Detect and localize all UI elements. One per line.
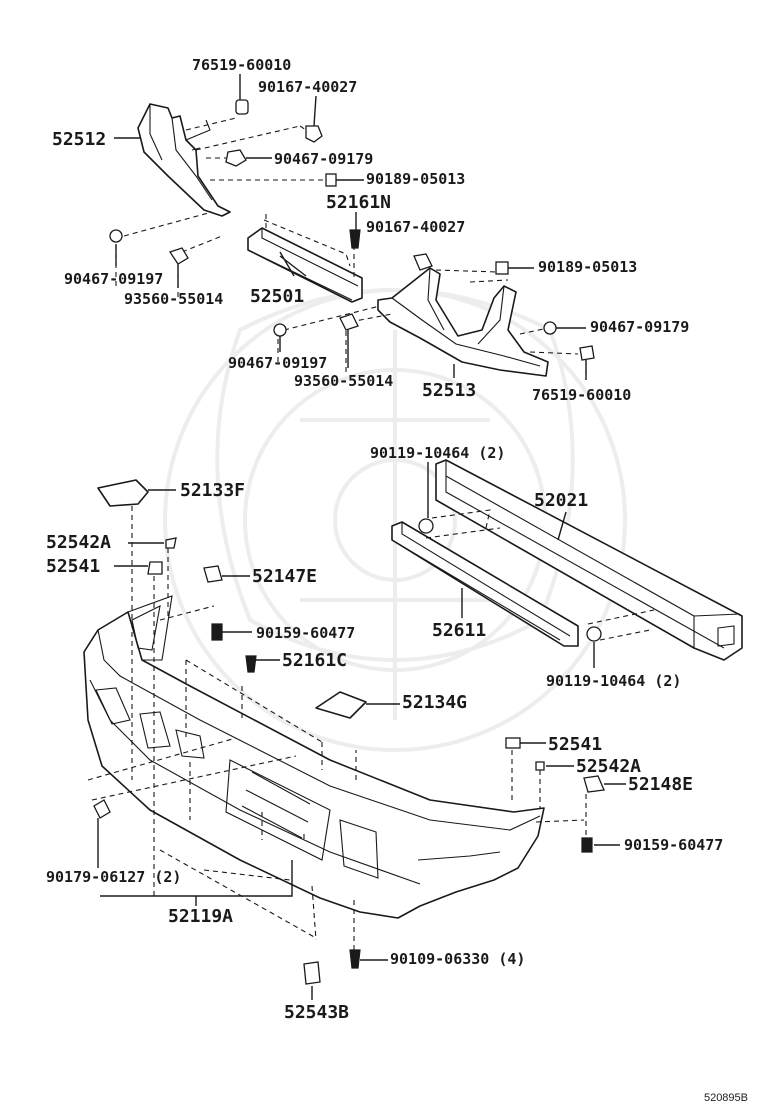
label-90179-06127: 90179-06127 (2) — [46, 868, 181, 886]
label-76519-60010-top: 76519-60010 — [192, 56, 291, 74]
label-52119a: 52119A — [168, 906, 233, 927]
bracket-52147e-icon — [203, 565, 223, 583]
nut-90467-09179-top-icon — [225, 149, 247, 167]
clip-52541-left-icon — [147, 561, 163, 575]
bracket-52513 — [377, 267, 549, 377]
rivet-52161n-icon — [349, 229, 361, 249]
lower-leader-lines — [97, 462, 626, 1000]
upper-fasteners — [109, 99, 595, 361]
part-labels: 76519-60010 90167-40027 52512 90467-0917… — [46, 56, 723, 1023]
nut-90467-09197-mid-icon — [273, 323, 287, 337]
bumper-cover-52119a — [83, 595, 545, 919]
label-52501: 52501 — [250, 286, 304, 307]
nut-90467-09179-right-icon — [543, 321, 557, 335]
label-52513: 52513 — [422, 380, 476, 401]
clip-76519-60010-top-icon — [235, 99, 249, 115]
clip-76519-60010-right-icon — [579, 345, 595, 361]
label-90189-05013-right: 90189-05013 — [538, 258, 637, 276]
bolt-90119-10464-bottom-icon — [586, 626, 602, 642]
nut-90189-05013-top-icon — [325, 173, 337, 187]
label-52542a-left: 52542A — [46, 532, 111, 553]
label-90119-10464-bottom: 90119-10464 (2) — [546, 672, 681, 690]
label-90159-60477-right: 90159-60477 — [624, 836, 723, 854]
label-52543b: 52543B — [284, 1002, 349, 1023]
label-90189-05013-top: 90189-05013 — [366, 170, 465, 188]
screw-90159-60477-left-icon — [211, 623, 223, 641]
reinforcement-52501 — [247, 227, 363, 303]
bracket-52134g-icon — [315, 691, 367, 719]
nut-90467-09197-left-icon — [109, 229, 123, 243]
absorber-52611 — [391, 521, 579, 647]
screw-90167-40027-top-icon — [305, 125, 323, 143]
label-52021: 52021 — [534, 490, 588, 511]
label-93560-55014-mid: 93560-55014 — [294, 372, 393, 390]
lower-dashed-lines — [87, 506, 655, 950]
screw-90109-06330-icon — [349, 949, 361, 969]
label-52161c: 52161C — [282, 650, 347, 671]
bolt-90119-10464-top-icon — [418, 518, 434, 534]
label-90167-40027-mid: 90167-40027 — [366, 218, 465, 236]
label-52512: 52512 — [52, 129, 106, 150]
clip-52543b-icon — [303, 961, 321, 985]
label-52541-right: 52541 — [548, 734, 602, 755]
diagram-code: 520895B — [703, 1092, 748, 1104]
lower-small-parts — [93, 479, 605, 985]
bracket-52133f-icon — [97, 479, 149, 507]
label-90167-40027-top: 90167-40027 — [258, 78, 357, 96]
nut-90189-05013-right-icon — [495, 261, 509, 275]
label-52148e: 52148E — [628, 774, 693, 795]
bracket-52512 — [137, 103, 231, 217]
rivet-52161c-icon — [245, 655, 257, 673]
label-90119-10464-top: 90119-10464 (2) — [370, 444, 505, 462]
screw-upper-right-icon — [413, 253, 433, 271]
clip-52542a-left-icon — [165, 537, 177, 549]
label-52611: 52611 — [432, 620, 486, 641]
label-52133f: 52133F — [180, 480, 245, 501]
clip-52541-right-icon — [505, 737, 521, 749]
clip-52542a-right-icon — [535, 761, 545, 771]
bracket-52148e-icon — [583, 775, 605, 793]
label-90467-09179-right: 90467-09179 — [590, 318, 689, 336]
clip-93560-55014-left-icon — [168, 247, 189, 265]
label-93560-55014-left: 93560-55014 — [124, 290, 223, 308]
clip-93560-55014-mid-icon — [339, 313, 359, 331]
label-90467-09197-mid: 90467-09197 — [228, 354, 327, 372]
reinforcement-52021 — [435, 459, 743, 661]
label-52147e: 52147E — [252, 566, 317, 587]
upper-leader-lines — [114, 74, 587, 380]
label-90467-09197-left: 90467-09197 — [64, 270, 163, 288]
label-52161n: 52161N — [326, 192, 391, 213]
label-76519-60010-right: 76519-60010 — [532, 386, 631, 404]
clip-90179-06127-icon — [93, 799, 111, 819]
label-90159-60477-left: 90159-60477 — [256, 624, 355, 642]
label-52542a-right: 52542A — [576, 756, 641, 777]
label-52134g: 52134G — [402, 692, 467, 713]
screw-90159-60477-right-icon — [581, 837, 593, 853]
label-52541-left: 52541 — [46, 556, 100, 577]
label-90467-09179-top: 90467-09179 — [274, 150, 373, 168]
label-90109-06330: 90109-06330 (4) — [390, 950, 525, 968]
